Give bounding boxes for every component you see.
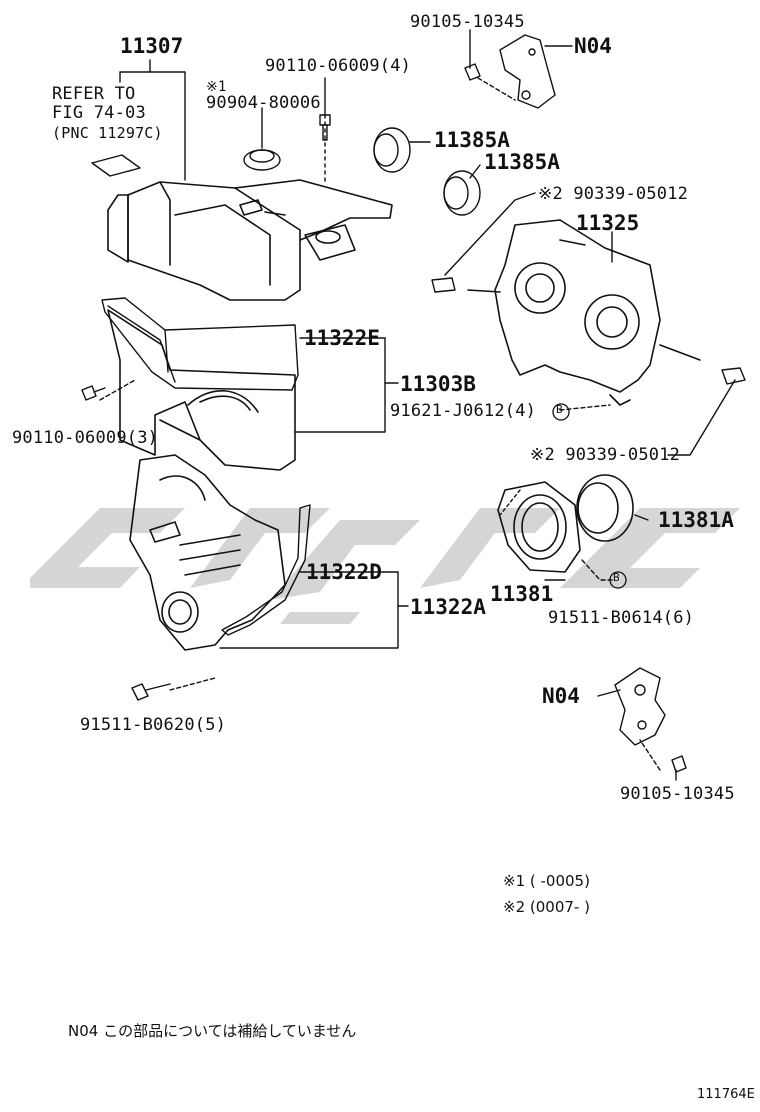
label-refer-to: REFER TO [52, 84, 136, 104]
figure-code: 111764E [697, 1087, 755, 1102]
sealer-sheet [91, 154, 141, 177]
label-90339-05012-upper: ※2 90339-05012 [538, 184, 689, 204]
label-90904-80006: 90904-80006 [206, 93, 321, 113]
bracket-n04-lower [614, 667, 687, 773]
label-11381: 11381 [490, 582, 554, 606]
label-mark-1: ※1 [206, 79, 227, 95]
lower-cover [129, 454, 286, 651]
gasket-upper [101, 297, 299, 391]
label-11385a-2: 11385A [484, 150, 560, 174]
label-11385a-1: 11385A [434, 128, 510, 152]
footnote-1: ※1 ( -0005) [503, 872, 590, 890]
bracket-n04-upper [464, 34, 556, 109]
rear-plate [467, 219, 701, 406]
label-fig-ref: FIG 74-03 [52, 103, 146, 123]
n04-supply-note: N04 この部品については補給していません [68, 1022, 357, 1040]
watermark-logo [30, 508, 740, 624]
label-11322d: 11322D [306, 560, 382, 584]
label-11325: 11325 [576, 211, 640, 235]
leader-11307 [149, 59, 186, 181]
label-n04-upper: N04 [574, 34, 612, 58]
label-11381a: 11381A [658, 508, 734, 532]
circle-b-2 [609, 571, 627, 589]
label-90105-10345-upper: 90105-10345 [410, 12, 525, 32]
label-11322e: 11322E [304, 326, 380, 350]
label-90105-10345-lower: 90105-10345 [620, 784, 735, 804]
bolt-91511-lower [131, 683, 171, 701]
footnote-2: ※2 (0007- ) [503, 898, 590, 916]
bolt-90110 [81, 114, 331, 401]
middle-cover [107, 309, 296, 471]
upper-cover [107, 179, 393, 301]
seal-retainer [497, 481, 581, 573]
label-91511-b0620: 91511-B0620(5) [80, 715, 227, 735]
oil-seal-upper [243, 127, 481, 216]
leader-n04b [597, 689, 621, 697]
circle-b-markers [552, 403, 627, 589]
label-11307: 11307 [120, 34, 184, 58]
label-11322a: 11322A [410, 595, 486, 619]
label-90110-06009-3: 90110-06009(3) [12, 428, 159, 448]
label-circle-b-1: B [556, 403, 563, 416]
gasket-lower [221, 504, 311, 636]
leader-90339 [444, 192, 536, 276]
label-91511-b0614: 91511-B0614(6) [548, 608, 695, 628]
leader-90339b [667, 379, 736, 456]
label-91621-j0612: 91621-J0612(4) [390, 401, 537, 421]
label-circle-b-2: B [613, 571, 620, 584]
label-pnc-ref: (PNC 11297C) [52, 124, 163, 142]
dowel-pin [431, 277, 746, 385]
label-90339-05012-lower: ※2 90339-05012 [530, 445, 681, 465]
label-90110-06009-4: 90110-06009(4) [265, 56, 412, 76]
rear-oil-seal [576, 474, 634, 542]
label-n04-lower: N04 [542, 684, 580, 708]
label-11303b: 11303B [400, 372, 476, 396]
leader-11381a [634, 514, 649, 521]
circle-b-1 [552, 403, 570, 421]
